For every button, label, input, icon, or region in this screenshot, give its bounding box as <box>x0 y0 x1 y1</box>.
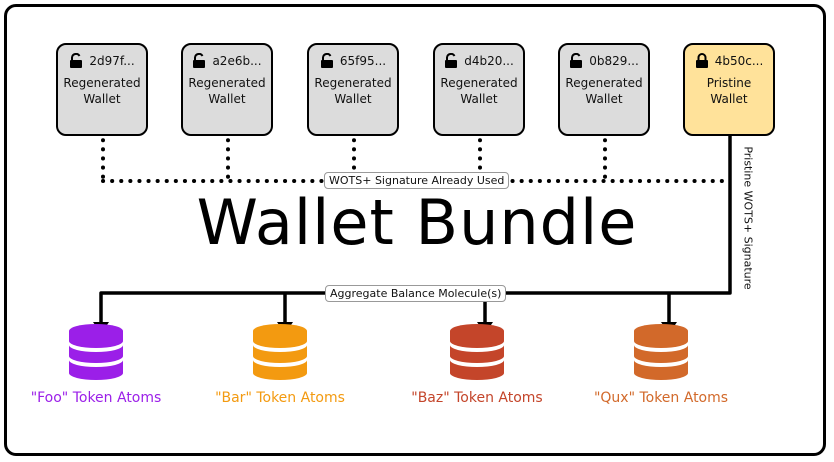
open-lock-icon <box>445 53 458 68</box>
wallet-word: Wallet <box>208 92 246 106</box>
wallet-word: Wallet <box>334 92 372 106</box>
open-lock-icon <box>570 53 583 68</box>
aggregate-balance-label: Aggregate Balance Molecule(s) <box>325 285 507 302</box>
wallet-word: Wallet <box>710 92 748 106</box>
closed-lock-icon <box>695 53 708 68</box>
used-signature-label: WOTS+ Signature Already Used <box>324 172 510 189</box>
open-lock-icon <box>320 53 333 68</box>
wallet-word: Wallet <box>460 92 498 106</box>
wallet-id: d4b20... <box>464 54 514 68</box>
wallet-id: 65f95... <box>339 54 387 68</box>
database-icon-baz <box>450 324 504 380</box>
wallet-type: Regenerated <box>63 76 141 90</box>
wallet-id: 2d97f... <box>89 54 135 68</box>
baz-atoms-label: "Baz" Token Atoms <box>411 390 543 406</box>
wallet-type: Regenerated <box>440 76 518 90</box>
bar-atoms-label: "Bar" Token Atoms <box>215 390 345 406</box>
database-icon-foo <box>69 324 123 380</box>
wallet-type: Regenerated <box>188 76 266 90</box>
foo-atoms-label: "Foo" Token Atoms <box>30 390 162 406</box>
open-lock-icon <box>70 53 83 68</box>
diagram-frame <box>4 4 826 456</box>
wallet-id: 0b829... <box>589 54 639 68</box>
wallet-type: Pristine <box>706 76 752 90</box>
diagram-title: Wallet Bundle <box>196 186 638 259</box>
database-icon-bar <box>253 324 307 380</box>
database-icon-qux <box>634 324 688 380</box>
wallet-word: Wallet <box>83 92 121 106</box>
qux-atoms-label: "Qux" Token Atoms <box>593 390 729 406</box>
wallet-word: Wallet <box>585 92 623 106</box>
wallet-id: a2e6b... <box>212 54 262 68</box>
wallet-type: Regenerated <box>565 76 643 90</box>
open-lock-icon <box>193 53 206 68</box>
wallet-type: Regenerated <box>314 76 392 90</box>
wallet-id: 4b50c... <box>714 54 764 68</box>
